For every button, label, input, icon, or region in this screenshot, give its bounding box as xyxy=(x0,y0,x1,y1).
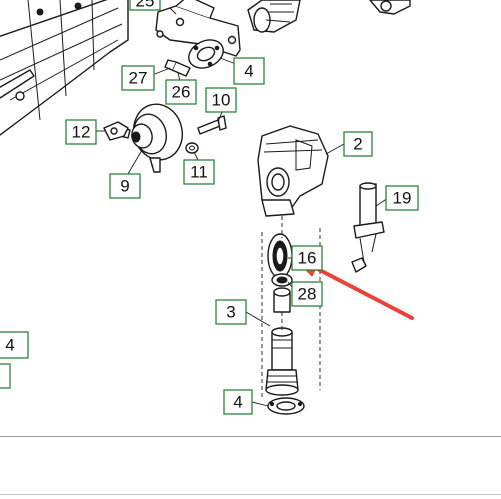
parts-diagram-svg: 25 4 27 26 10 12 9 11 2 19 16 28 xyxy=(0,0,419,415)
callout-9-label: 9 xyxy=(120,177,129,196)
callout-28[interactable]: 28 xyxy=(291,281,323,307)
callout-27-label: 27 xyxy=(129,69,148,88)
callout-28-label: 28 xyxy=(298,285,317,304)
callout-box-edge-left xyxy=(0,363,11,389)
callout-26-label: 26 xyxy=(172,83,191,102)
callout-11[interactable]: 11 xyxy=(183,159,215,185)
bottom-panel xyxy=(0,436,501,499)
callout-10[interactable]: 10 xyxy=(205,87,237,113)
callout-4-left-label: 4 xyxy=(5,336,14,355)
callout-2[interactable]: 2 xyxy=(343,131,373,157)
callout-9[interactable]: 9 xyxy=(109,173,141,199)
callout-4-upper-label: 4 xyxy=(244,62,253,81)
callout-11-label: 11 xyxy=(190,163,208,182)
screw-10 xyxy=(197,115,227,135)
callout-25-label: 25 xyxy=(136,0,155,11)
solenoid xyxy=(351,182,385,273)
nut-11 xyxy=(185,142,199,154)
callout-2-label: 2 xyxy=(353,135,362,154)
callout-16-label: 16 xyxy=(298,249,317,268)
callout-4-lower[interactable]: 4 xyxy=(223,389,253,415)
callout-3-label: 3 xyxy=(226,303,235,322)
callout-26[interactable]: 26 xyxy=(165,79,197,105)
callout-25[interactable]: 25 xyxy=(129,0,161,11)
oring-28 xyxy=(271,273,293,287)
main-housing xyxy=(257,125,329,217)
callout-4-lower-label: 4 xyxy=(233,393,242,412)
bottom-divider xyxy=(0,494,501,495)
shaft-assembly xyxy=(265,287,299,396)
callout-12-label: 12 xyxy=(72,123,91,142)
callout-27[interactable]: 27 xyxy=(121,65,155,91)
callout-3[interactable]: 3 xyxy=(215,299,247,325)
seal-16 xyxy=(267,233,293,279)
clip-12 xyxy=(103,121,129,141)
callout-16[interactable]: 16 xyxy=(291,245,323,271)
gasket-upper xyxy=(188,39,224,69)
callout-10-label: 10 xyxy=(212,91,231,110)
callout-19-label: 19 xyxy=(393,189,412,208)
callout-4-left[interactable]: 4 xyxy=(0,331,29,359)
top-connector xyxy=(247,0,411,33)
gasket-lower xyxy=(267,397,305,415)
callout-19[interactable]: 19 xyxy=(385,185,419,211)
parts-diagram: 25 4 27 26 10 12 9 11 2 19 16 28 xyxy=(0,0,419,415)
callout-4-upper[interactable]: 4 xyxy=(233,57,265,85)
bolt-26 xyxy=(164,59,191,77)
callout-12[interactable]: 12 xyxy=(65,119,97,145)
assembly-guides xyxy=(261,216,321,398)
frame-assembly xyxy=(0,0,129,136)
